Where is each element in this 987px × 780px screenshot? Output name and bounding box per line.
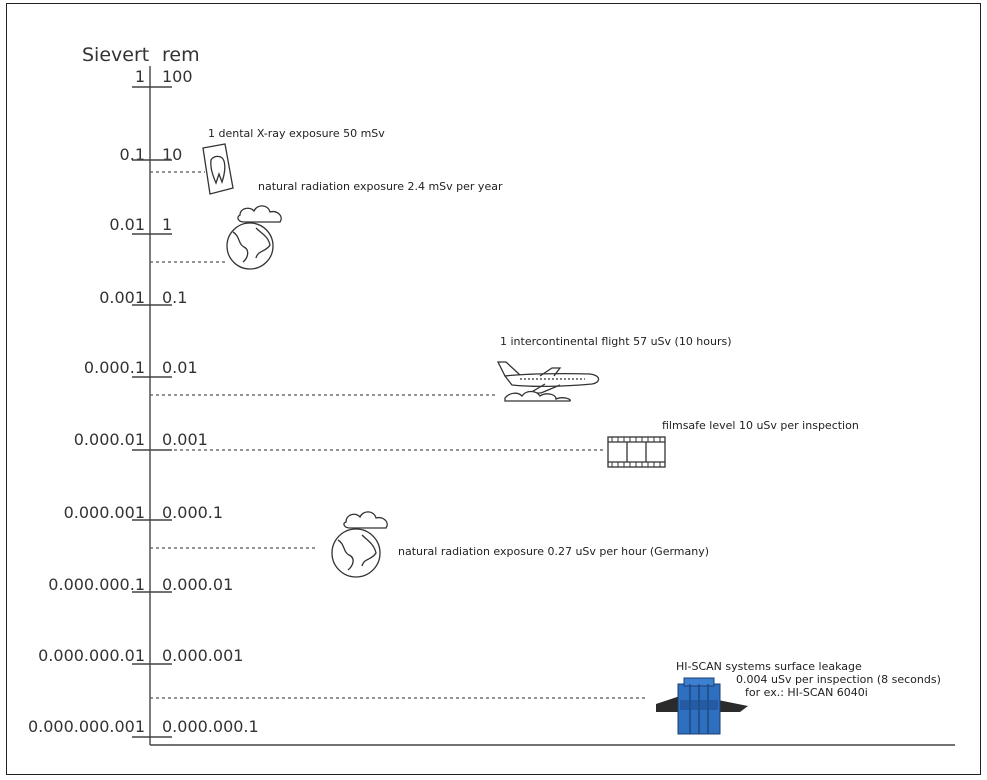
sievert-label-0: 1	[134, 67, 145, 86]
hiscan-annotation-line2: 0.004 uSv per inspection (8 seconds)	[736, 673, 941, 686]
sievert-header: Sievert	[82, 44, 150, 66]
rem-label-2: 1	[162, 215, 173, 234]
flight-annotation: 1 intercontinental flight 57 uSv (10 hou…	[500, 335, 732, 348]
sievert-label-1: 0.1	[119, 145, 145, 164]
natural-hour-annotation: natural radiation exposure 0.27 uSv per …	[398, 545, 710, 558]
hiscan-annotation-line1: HI-SCAN systems surface leakage	[676, 660, 862, 673]
rem-label-8: 0.000.001	[162, 646, 244, 665]
rem-label-6: 0.000.1	[162, 503, 224, 522]
sievert-label-5: 0.000.01	[73, 430, 145, 449]
rem-label-5: 0.001	[162, 430, 208, 449]
sievert-label-7: 0.000.000.1	[48, 575, 145, 594]
rem-label-9: 0.000.000.1	[162, 717, 259, 736]
sievert-label-6: 0.000.001	[63, 503, 145, 522]
rem-header: rem	[162, 44, 200, 66]
rem-label-1: 10	[162, 145, 183, 164]
sievert-label-8: 0.000.000.01	[38, 646, 145, 665]
filmsafe-annotation: filmsafe level 10 uSv per inspection	[662, 419, 859, 432]
sievert-label-2: 0.01	[109, 215, 145, 234]
rem-label-4: 0.01	[162, 358, 198, 377]
dental-annotation: 1 dental X-ray exposure 50 mSv	[208, 127, 385, 140]
rem-label-7: 0.000.01	[162, 575, 234, 594]
natural-year-annotation: natural radiation exposure 2.4 mSv per y…	[258, 180, 503, 193]
tooth-xray-icon	[202, 143, 234, 195]
rem-label-3: 0.1	[162, 288, 188, 307]
sievert-label-4: 0.000.1	[83, 358, 145, 377]
xray-scanner-icon	[656, 677, 748, 735]
sievert-label-9: 0.000.000.001	[27, 717, 145, 736]
airplane-icon	[496, 361, 600, 402]
rem-label-0: 100	[162, 67, 193, 86]
diagram-frame	[6, 3, 981, 775]
film-strip-icon	[607, 436, 666, 468]
hiscan-annotation-line3: for ex.: HI-SCAN 6040i	[745, 686, 868, 699]
globe-clouds-icon	[226, 205, 282, 270]
sievert-label-3: 0.001	[99, 288, 145, 307]
globe-clouds-icon-2	[331, 511, 388, 578]
